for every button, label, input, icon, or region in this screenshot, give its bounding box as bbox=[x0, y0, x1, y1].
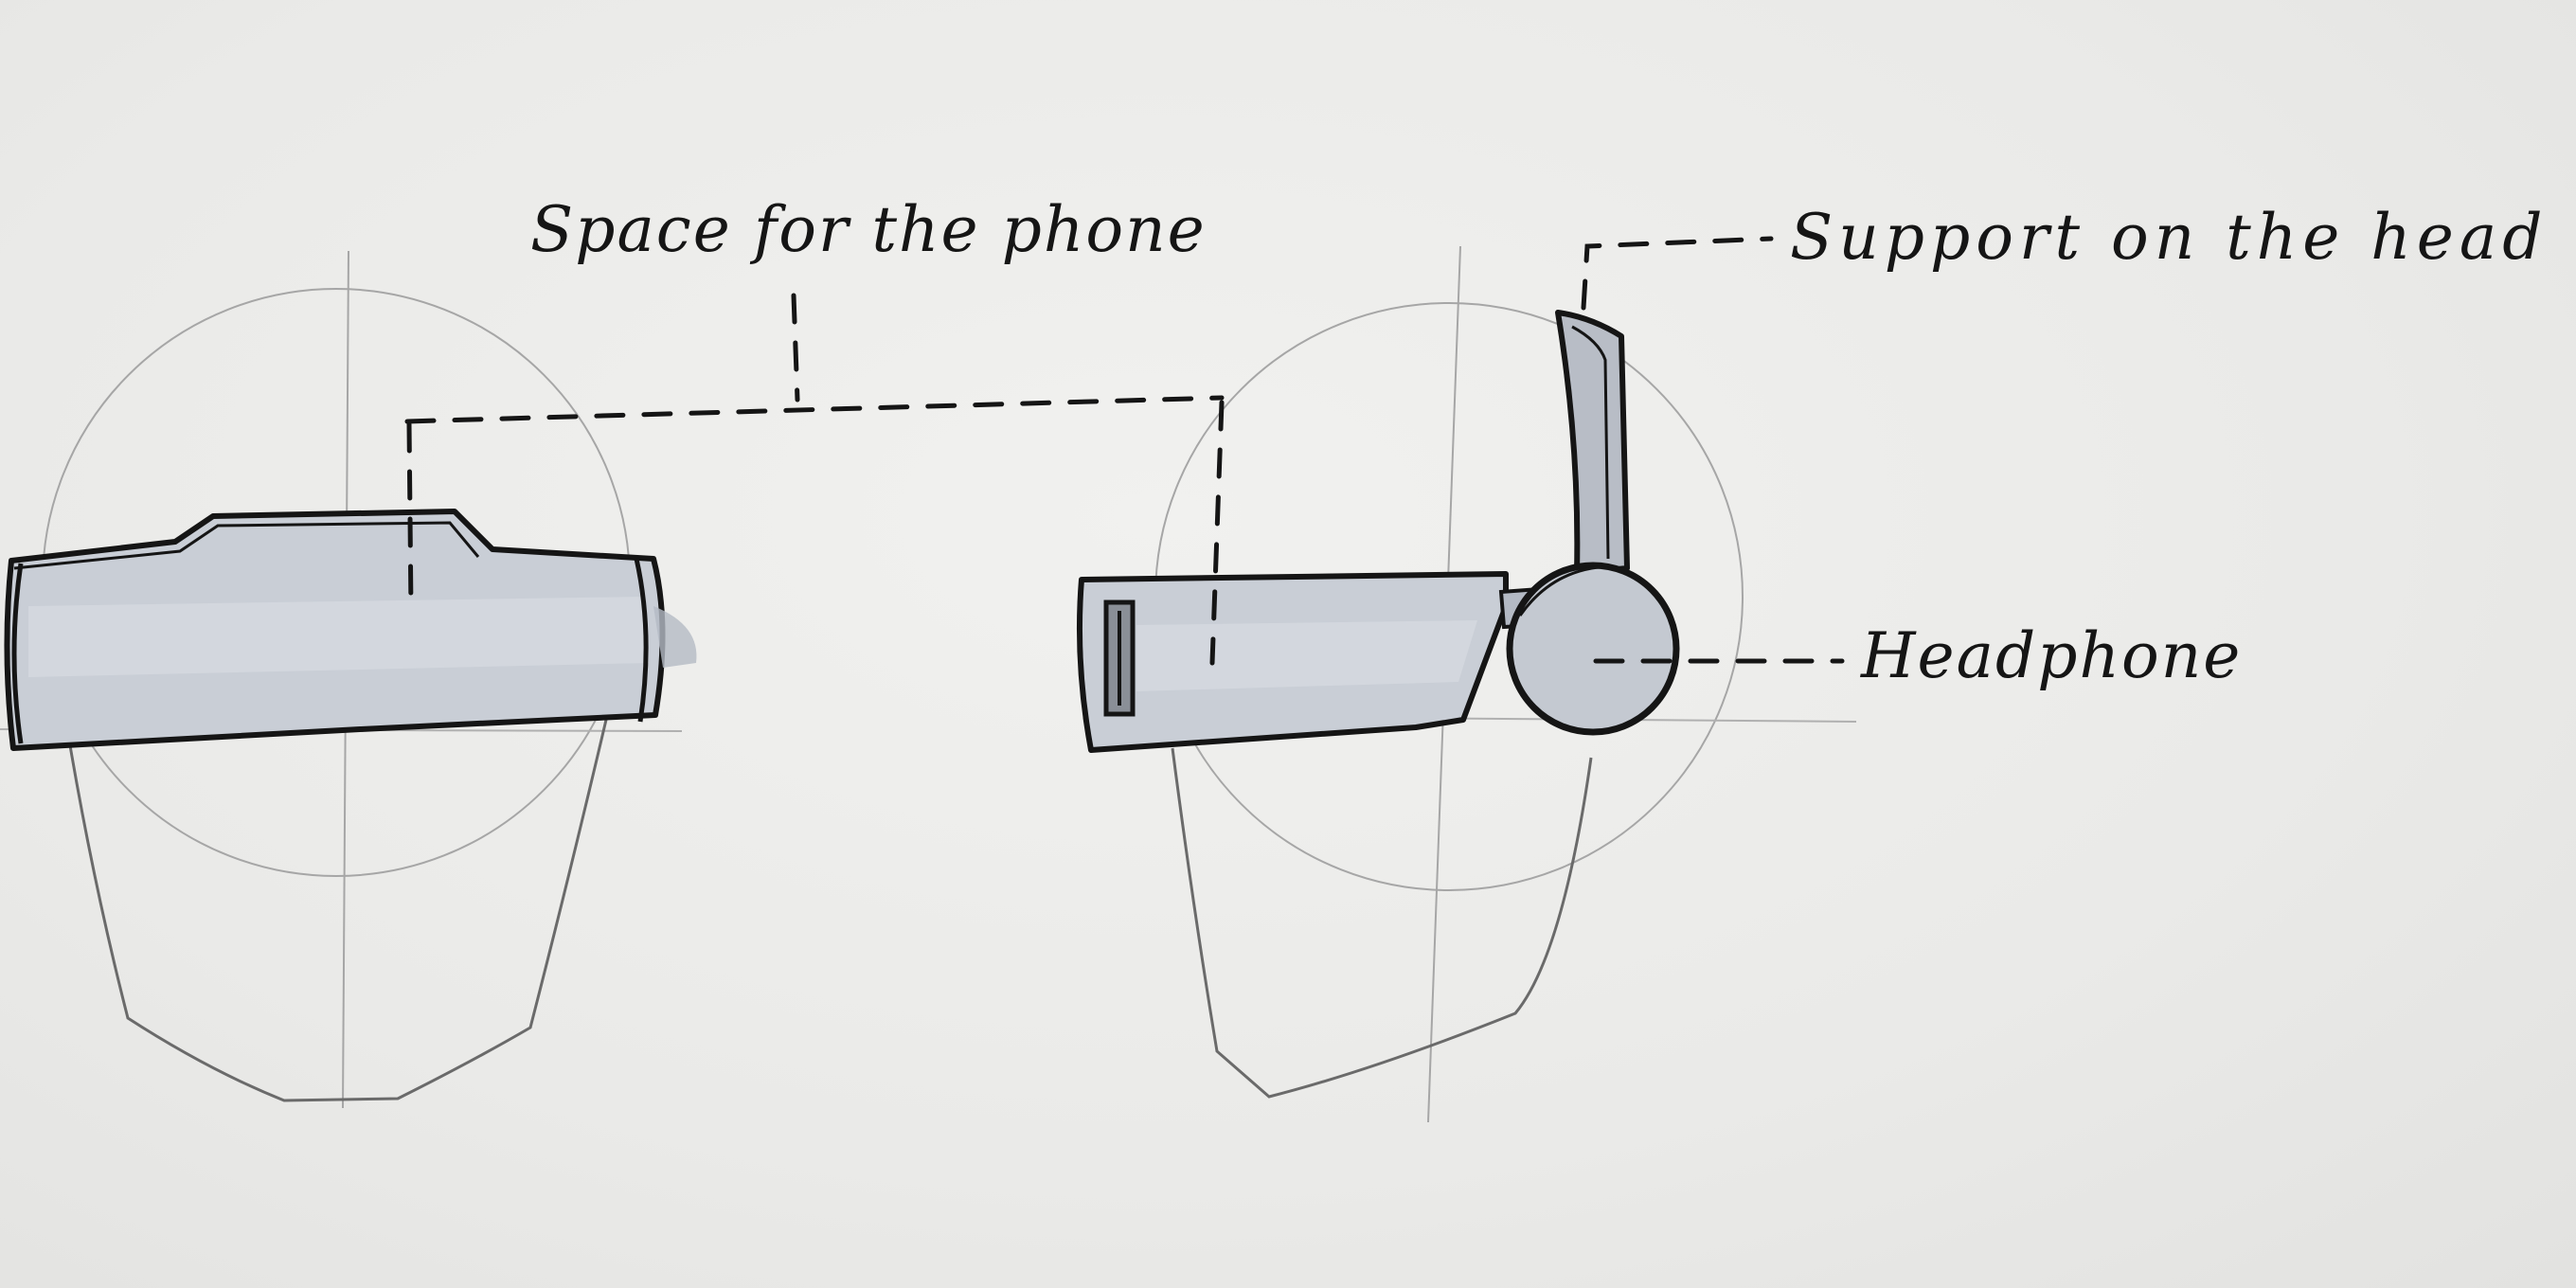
side-view bbox=[1080, 246, 1856, 1122]
annotation-head-support: Support on the head bbox=[1790, 206, 2548, 269]
leader-phone-left-drop bbox=[409, 424, 411, 611]
side-jaw-outline bbox=[1172, 748, 1591, 1097]
leader-phone-stem bbox=[794, 295, 797, 400]
side-head-support-strap bbox=[1558, 313, 1627, 573]
side-headphone-disk bbox=[1510, 565, 1676, 732]
front-view bbox=[0, 251, 696, 1108]
annotation-phone-space: Space for the phone bbox=[530, 199, 1207, 261]
side-visor-highlight bbox=[1136, 620, 1477, 691]
front-headset-shading bbox=[28, 597, 649, 677]
leader-support bbox=[1583, 239, 1771, 308]
annotation-headphone: Headphone bbox=[1861, 625, 2242, 688]
leader-phone-horizontal bbox=[407, 398, 1222, 421]
